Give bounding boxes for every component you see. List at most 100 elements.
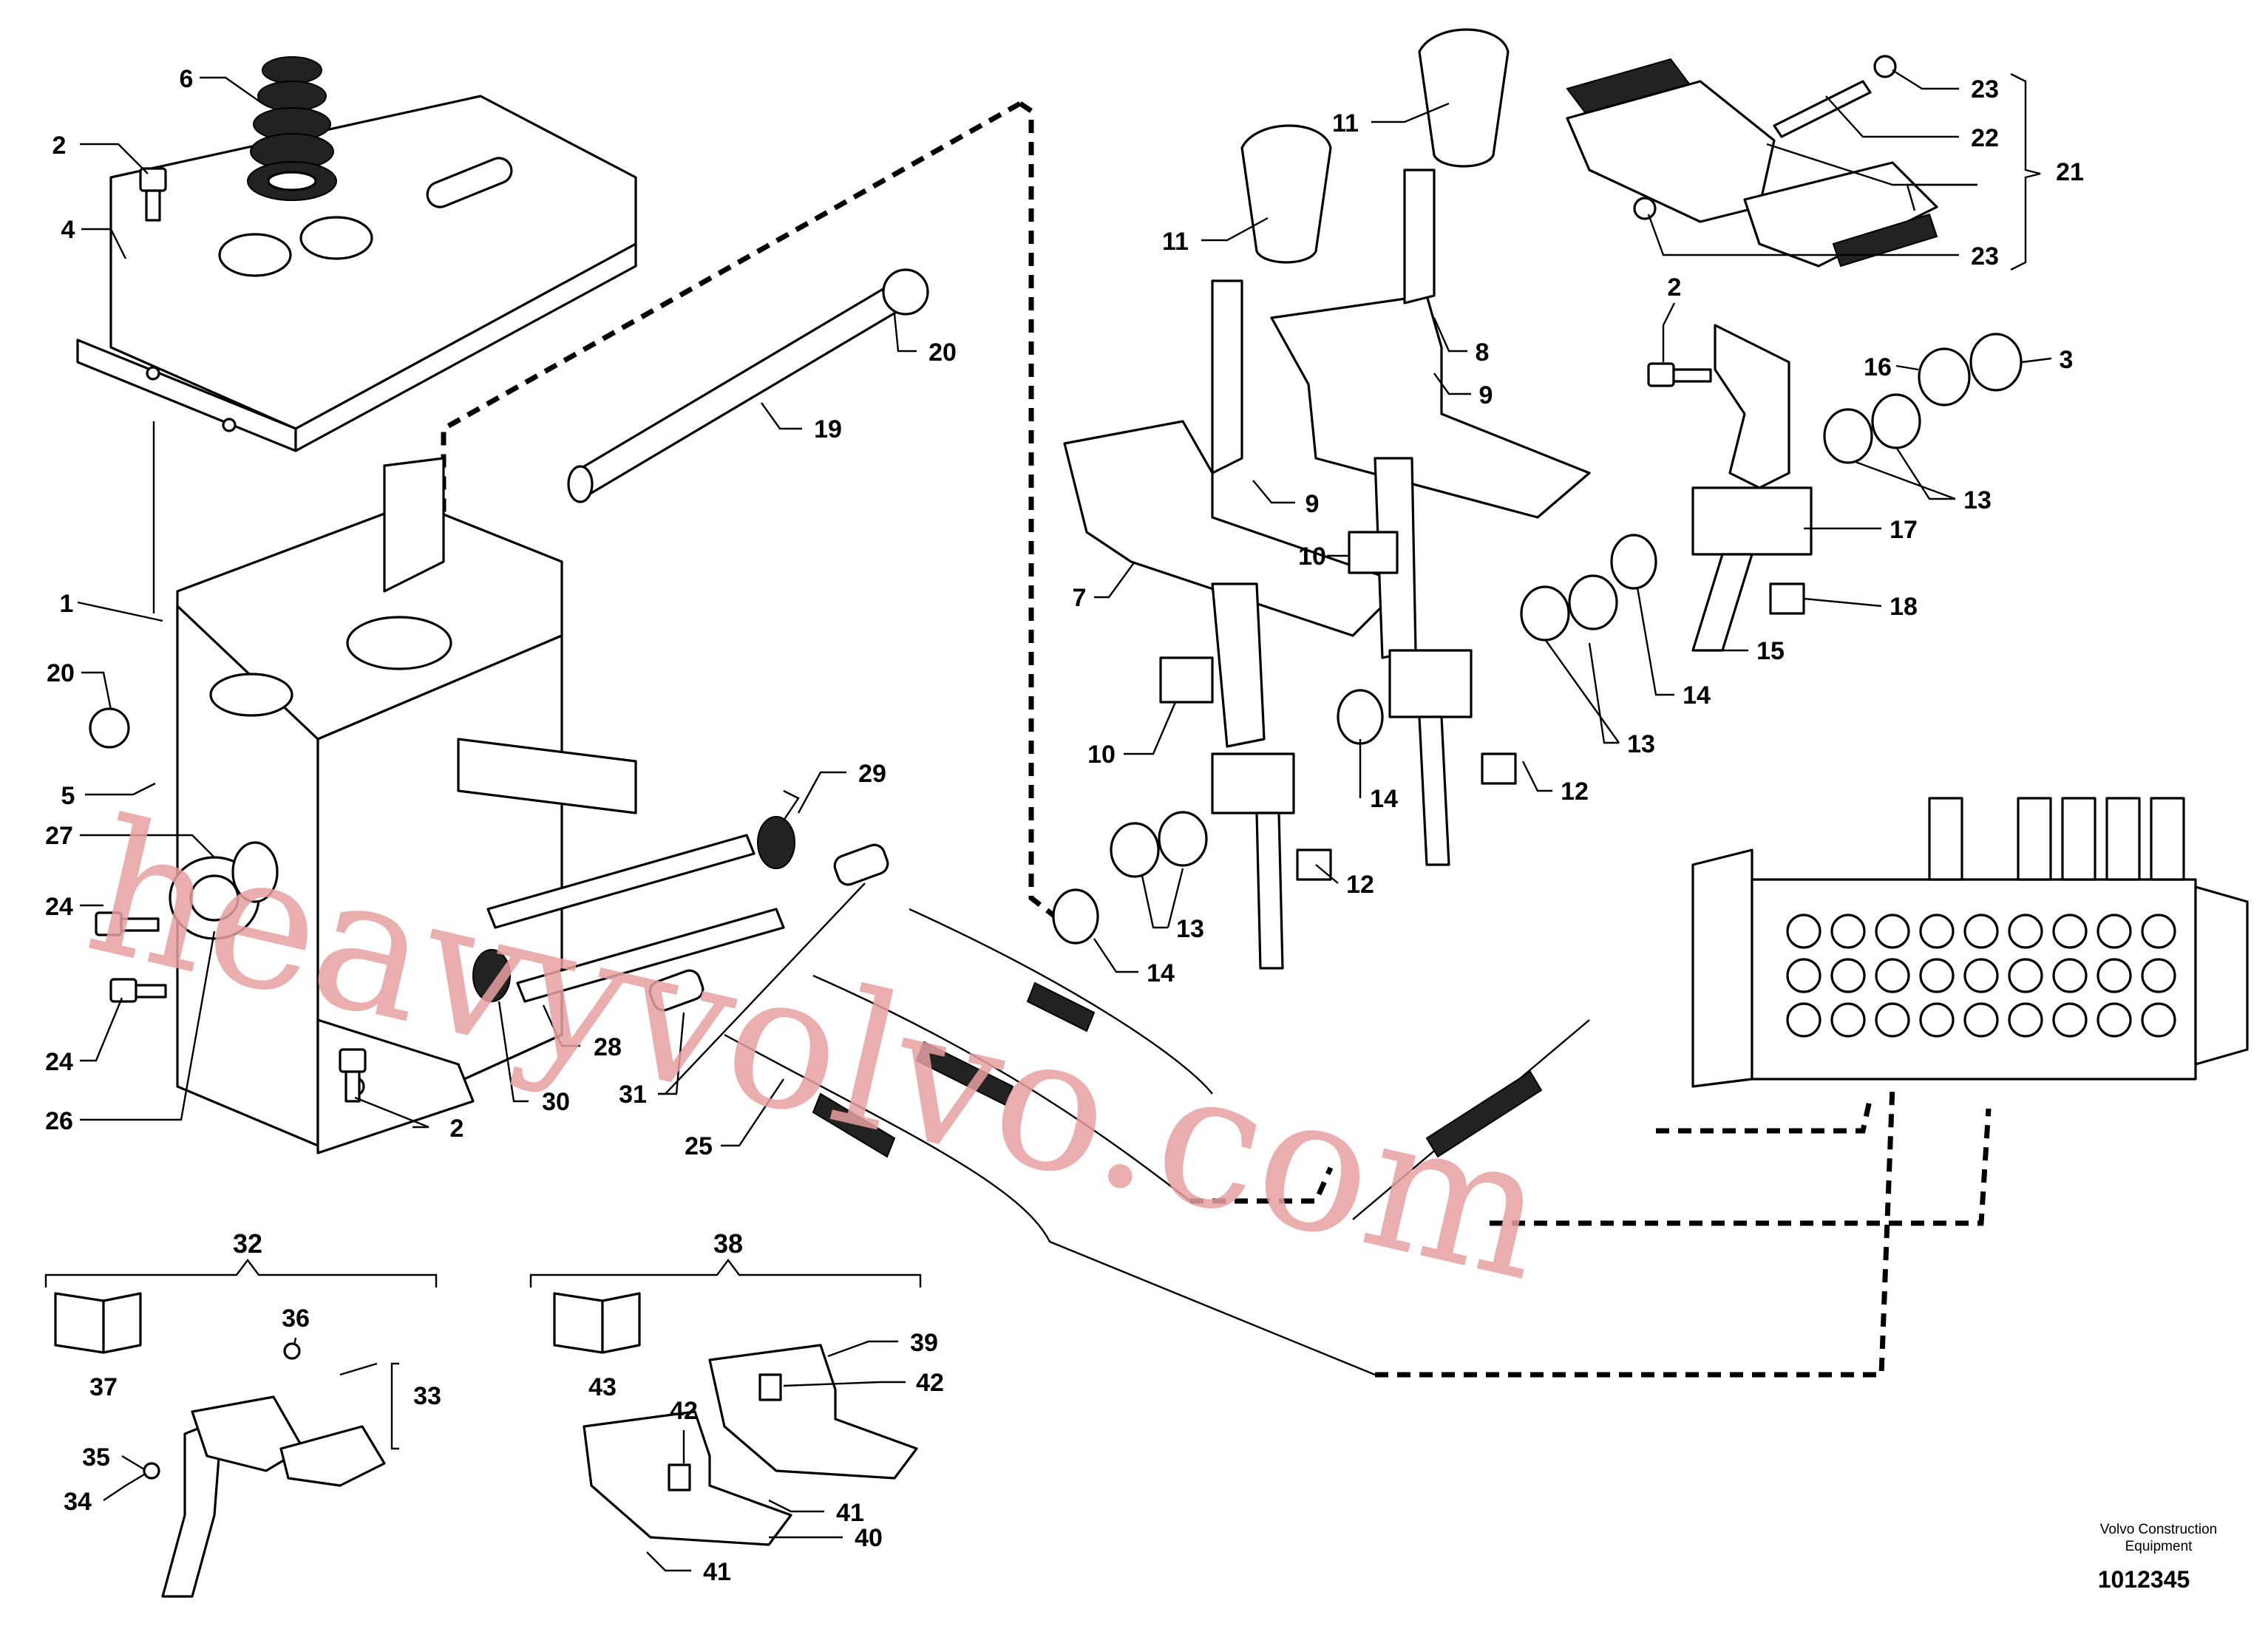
callout-39: 39 [910,1329,938,1357]
bolt-2-bottom [339,1048,367,1103]
callout-12: 12 [1561,778,1589,806]
rubber-boot [247,56,337,201]
washer-3 [1969,333,2023,392]
washer-16 [1918,347,1971,406]
circlip-upper [882,268,929,316]
callout-25: 25 [685,1132,713,1160]
callout-numbers: 2 4 6 1 20 5 27 24 24 26 2 20 19 29 30 2… [45,65,2084,1586]
pedal-assembly [1566,55,1938,268]
bolt-24-upper [95,911,160,936]
nut-18 [1769,582,1805,615]
callout-29: 29 [858,760,886,788]
bolt-24-lower [109,978,167,1003]
group-32-detail [44,1259,438,1598]
manual-book-icon-43 [553,1292,641,1354]
callout-21: 21 [2056,158,2084,186]
callout-33: 33 [413,1382,441,1410]
block-10-lower [1159,656,1214,704]
callout-24: 24 [45,1048,73,1076]
bushings-13-middle [1520,574,1618,642]
callout-41: 41 [836,1499,864,1527]
washer-14-middle [1337,689,1384,745]
callout-4: 4 [61,216,75,244]
leader-lines [77,69,2052,1572]
callout-15: 15 [1756,637,1785,665]
callout-2: 2 [450,1115,464,1143]
callout-30: 30 [542,1088,570,1116]
callout-31: 31 [619,1081,647,1109]
callout-18: 18 [1890,593,1918,621]
callout-6: 6 [180,65,194,93]
callout-13: 13 [1176,915,1204,943]
knob-11-left [1240,124,1332,264]
callout-17: 17 [1890,516,1918,544]
callout-36: 36 [282,1304,310,1333]
valve-ports [1786,914,2176,1038]
tube [567,272,926,503]
callout-24: 24 [45,893,73,921]
bushings-13-right [1823,393,1921,464]
callout-2: 2 [52,132,67,160]
callout-13: 13 [1627,730,1655,758]
callout-8: 8 [1476,339,1490,367]
callout-3: 3 [2060,346,2074,374]
callout-12: 12 [1346,871,1374,899]
lever-shafts [486,834,785,1003]
callout-23: 23 [1971,242,1999,271]
credit-line-2: Equipment [2125,1539,2193,1554]
callout-26: 26 [45,1107,73,1135]
bracket-15 [1691,324,1813,652]
callout-20: 20 [928,339,957,367]
callout-42: 42 [670,1397,698,1425]
callout-35: 35 [82,1443,110,1472]
callout-14: 14 [1147,959,1175,987]
callout-2: 2 [1668,273,1682,302]
group-38-label: 38 [713,1228,743,1259]
spring-29 [757,789,800,869]
clevis-lower [648,969,704,1012]
circlip-left [89,707,130,749]
callout-37: 37 [89,1373,118,1401]
callout-9: 9 [1306,490,1320,518]
control-cables [724,908,1590,1376]
callout-43: 43 [588,1373,617,1401]
washer-14-right [1610,534,1657,590]
callout-7: 7 [1073,584,1087,612]
spring-30 [472,949,511,1002]
callout-42: 42 [916,1369,944,1397]
clevis-upper [833,843,889,886]
callout-1: 1 [60,590,74,618]
group-32-label: 32 [233,1228,262,1259]
callout-22: 22 [1971,124,1999,152]
block-10-upper [1348,531,1399,574]
bolt-2-right [1647,362,1712,387]
callout-23: 23 [1971,75,1999,103]
callout-5: 5 [61,782,75,810]
lever-8 [1270,169,1591,866]
callout-16: 16 [1864,353,1892,381]
callout-41: 41 [703,1558,731,1586]
callout-34: 34 [64,1488,92,1516]
control-valve [1691,797,2249,1088]
cover-plate [76,95,637,452]
bolt-2-top [139,167,167,222]
callout-27: 27 [45,822,73,850]
callout-11: 11 [1332,109,1359,137]
group-38-detail [529,1259,922,1546]
callout-14: 14 [1370,785,1398,813]
callout-19: 19 [814,415,842,443]
bearing-housing [169,841,279,940]
bushings-13-left [1110,811,1208,878]
callout-13: 13 [1963,486,1992,514]
nut-12-left [1296,848,1332,881]
callout-20: 20 [47,659,75,687]
lever-7 [1063,279,1406,970]
callout-14: 14 [1683,681,1711,710]
nut-12-right [1481,752,1517,785]
callout-40: 40 [855,1524,883,1552]
callout-28: 28 [594,1033,622,1061]
callout-10: 10 [1087,741,1116,769]
manual-book-icon-37 [54,1292,142,1354]
credit-line-1: Volvo Construction [2100,1522,2217,1537]
